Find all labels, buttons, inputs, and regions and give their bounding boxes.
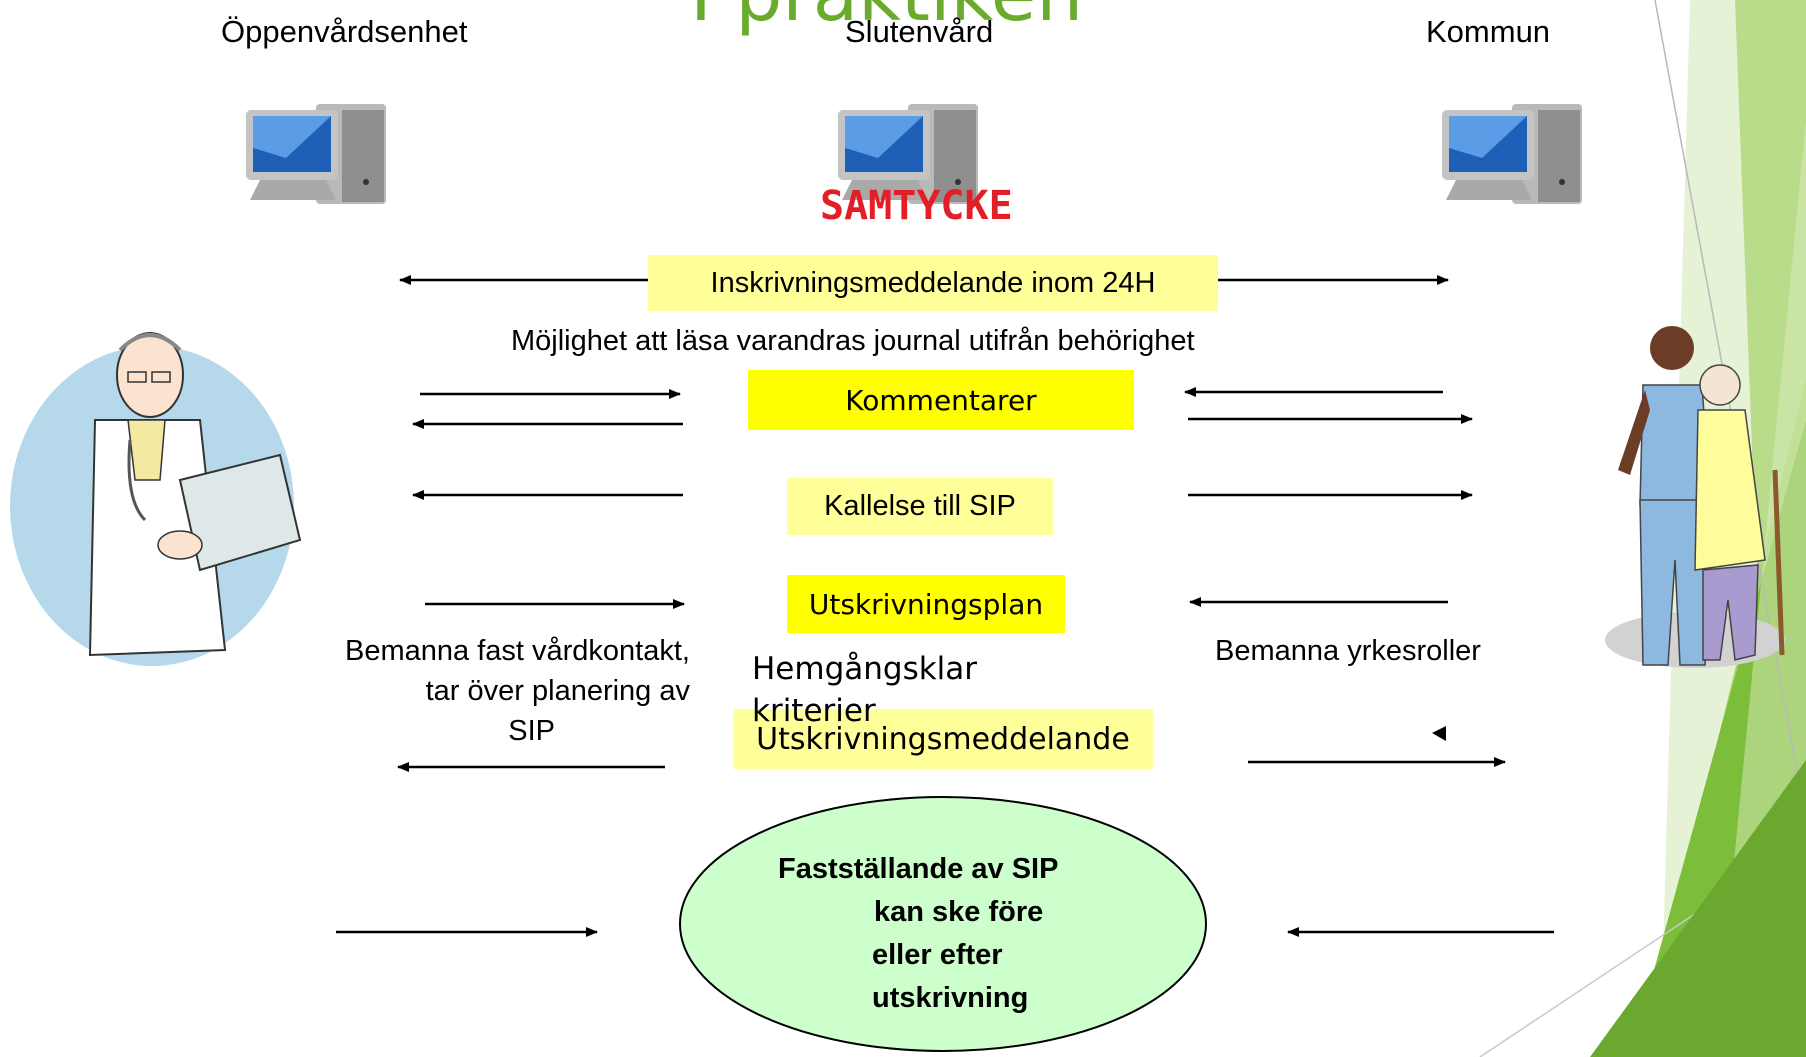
admission-notice-box: Inskrivningsmeddelande inom 24H [648,255,1218,311]
final-sip-line: kan ske före [874,896,1044,928]
comments-box: Kommentarer [748,370,1134,430]
column-label-outpatient: Öppenvårdsenhet [221,14,468,49]
outpatient-note-line: SIP [508,715,555,747]
outpatient-note-line: Bemanna fast vårdkontakt, [345,635,690,667]
doctor-illustration [10,332,302,666]
computer-icon [1442,104,1582,204]
column-label-municipality: Kommun [1426,14,1551,49]
column-label-inpatient: Slutenvård [845,14,994,49]
discharge-criteria-text: Hemgångsklar kriterier [752,651,978,729]
final-sip-text: Fastställande av SIP kan ske före eller … [778,848,1058,1020]
arrow-icon [1432,726,1446,741]
outpatient-note-line: tar över planering av [425,675,690,707]
computer-icon [838,104,978,204]
caregiver-and-patient-illustration [1605,326,1785,668]
computer-icon [246,104,386,204]
journal-access-text: Möjlighet att läsa varandras journal uti… [511,325,1195,357]
final-sip-line: eller efter [872,939,1003,971]
consent-label: SAMTYCKE [820,183,1013,229]
sip-call-box: Kallelse till SIP [787,478,1053,535]
outpatient-staffing-note: Bemanna fast vårdkontakt, tar över plane… [280,631,690,751]
slide-decoration [1479,0,1806,1057]
slide-title: I praktiken [690,0,1083,38]
municipality-staffing-note: Bemanna yrkesroller [1215,635,1481,667]
message-arrows [336,275,1554,937]
final-sip-line: utskrivning [872,982,1029,1014]
final-sip-ellipse [679,796,1207,1052]
discharge-notice-box: Utskrivningsmeddelande [733,709,1153,769]
final-sip-line: Fastställande av SIP [778,853,1059,885]
discharge-plan-box: Utskrivningsplan [787,575,1065,633]
